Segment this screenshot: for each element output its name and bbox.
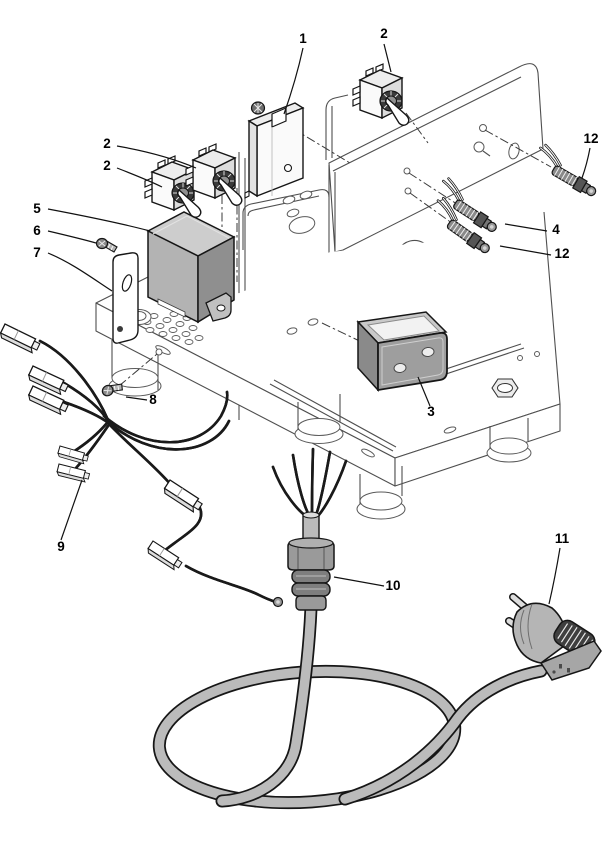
hex-nut-fitting [491,378,519,398]
leader-lines [47,43,591,605]
callout-label-mounting-bracket: 7 [33,245,41,260]
leader-11 [548,547,561,605]
callout-label-relay-cover: 1 [299,31,307,46]
machine-foot [108,340,532,520]
leader-2a [383,43,392,73]
part-bracket-screw [95,237,118,253]
part-cable-gland [271,447,348,611]
leader-12b [499,245,552,256]
leader-5 [47,208,151,232]
callout-label-toggle-switch-top: 2 [380,26,388,41]
part-mounting-bracket [112,252,139,344]
part-toggle-switch-top [352,63,410,126]
leader-1 [283,47,304,115]
callout-label-bracket-screw: 6 [33,223,41,238]
part-wiring-harness [0,323,284,608]
leader-2b [116,145,197,169]
callout-label-cable-gland: 10 [385,578,400,593]
machine-frame [95,63,561,520]
leader-2c [116,167,163,188]
leader-10 [333,576,385,587]
part-sensor-cable-top [529,142,605,201]
part-power-plug [505,593,602,681]
callout-label-wiring-harness: 9 [57,539,65,554]
leader-7 [47,252,113,292]
leader-4 [504,223,548,232]
leader-6 [47,230,97,244]
callout-label-sensor-cable-bottom: 12 [554,246,569,261]
callout-label-power-plug: 11 [555,531,570,546]
part-transformer [146,211,236,324]
callout-label-indicator-module: 3 [427,404,435,419]
callout-label-sensor-cable-top: 12 [583,131,598,146]
callout-label-base-screw: 8 [149,392,157,407]
power-cord [152,601,548,810]
leader-9 [60,479,83,541]
part-relay-cover [244,101,305,199]
callout-label-transformer: 5 [33,201,41,216]
leader-8 [125,396,148,401]
callout-label-toggle-switch-upper-left: 2 [103,136,111,151]
leader-3 [417,376,431,407]
part-indicator-module [356,311,448,392]
callout-label-toggle-switch-lower-left: 2 [103,158,111,173]
leader-12a [581,147,591,179]
callout-label-sensor-cable-middle: 4 [552,222,560,237]
